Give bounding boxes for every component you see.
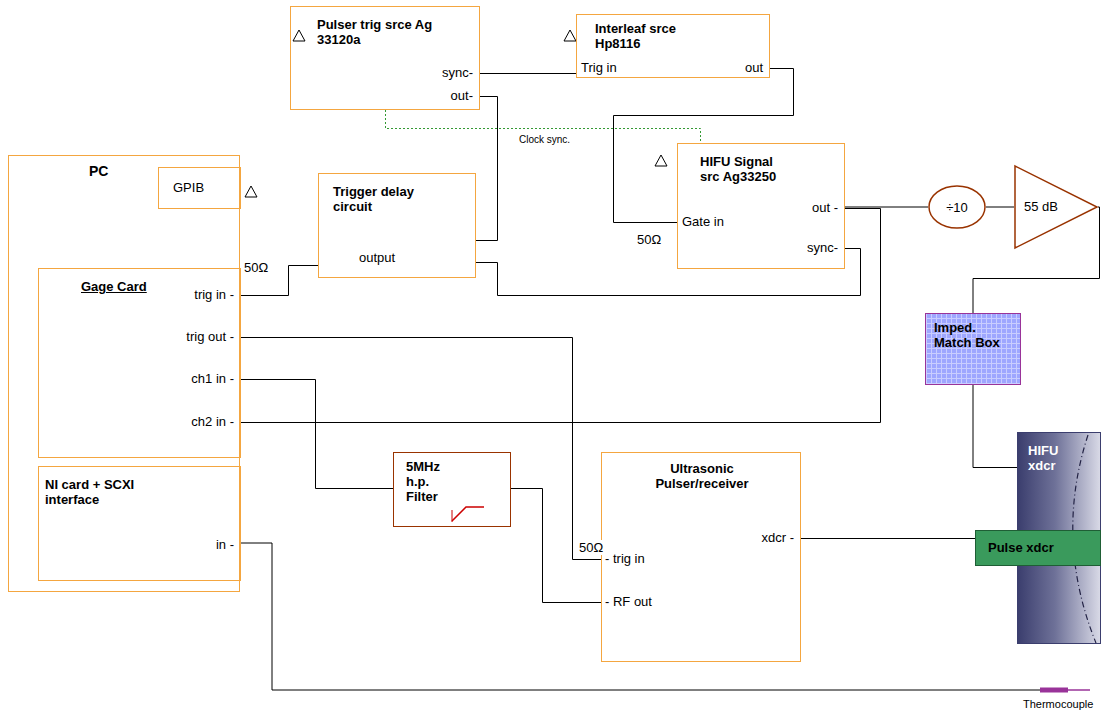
wire-path [480, 73, 576, 74]
pulse-transducer: Pulse xdcr [975, 530, 1101, 566]
card-box: Gage Card trig in - trig out - ch1 in - ch2 … [38, 268, 241, 458]
edge-label: Clock sync. [518, 132, 571, 147]
wire-path [476, 249, 861, 296]
port-label: - RF out [605, 594, 652, 609]
instrument-box: HIFU Signal src Ag33250 out - Gate in sync- [677, 143, 845, 269]
warning-triangle [293, 30, 305, 41]
instrument-box: Interleaf srce Hp8116Trig in out [576, 14, 770, 78]
wire-path [973, 385, 1017, 468]
node-title: Gage Card [81, 279, 147, 294]
signal-wire [845, 207, 928, 208]
warning-triangle [245, 186, 257, 197]
node-title: Pulser trig srce Ag 33120a [317, 17, 435, 47]
node-title: Imped. Match Box [934, 320, 1014, 350]
port-label: trig in - [194, 287, 234, 302]
wire-path [845, 207, 928, 208]
port-label: out [745, 60, 763, 75]
port-label: - trig in [605, 551, 645, 566]
shape-outline [1015, 166, 1097, 248]
thermocouple-wire [240, 543, 1040, 690]
node-title: Trigger delay circuit [333, 184, 437, 214]
port-label: xdcr - [762, 530, 795, 545]
wire-path [476, 97, 498, 241]
port-label: Gate in [682, 214, 724, 229]
signal-wire [480, 73, 576, 74]
wire-path [986, 207, 1014, 208]
signal-wire [973, 385, 1017, 468]
highpass-symbol [452, 510, 453, 522]
impedance-label: 50Ω [578, 540, 604, 555]
node-title: ÷10 [928, 185, 986, 229]
signal-wire [986, 207, 1014, 208]
port-label: Trig in [581, 60, 617, 75]
node-title: 5MHz h.p. Filter [406, 459, 458, 504]
signal-wire [241, 209, 881, 423]
signal-wire [801, 538, 975, 539]
port-label: ch2 in - [191, 414, 234, 429]
matching-box: Imped. Match Box [925, 313, 1021, 385]
port-label: sync- [442, 65, 473, 80]
divider-circle: ÷10 [928, 185, 986, 229]
instrument-box: Ultrasonic Pulser/receiver xdcr - - trig i… [601, 452, 801, 662]
signal-wire [476, 97, 498, 241]
filter-box: 5MHz h.p. Filter [393, 452, 511, 527]
port-label: out- [451, 88, 473, 103]
signal-wire [476, 249, 861, 296]
highpass-symbol [452, 507, 484, 521]
node-title: 55 dB [1024, 199, 1058, 214]
node-title: Ultrasonic Pulser/receiver [642, 461, 762, 491]
wire-path [614, 69, 794, 223]
shape-outline [929, 186, 985, 228]
impedance-label: 50Ω [243, 260, 269, 275]
port-label: output [359, 250, 395, 265]
node-title: PC [89, 164, 108, 179]
wire-path [801, 538, 975, 539]
gpib-box: GPIB [158, 167, 241, 209]
port-label: out - [812, 200, 838, 215]
port-label: ch1 in - [191, 371, 234, 386]
port-label: sync- [807, 240, 838, 255]
amplifier-triangle: 55 dB [1014, 165, 1098, 249]
signal-wire [614, 69, 794, 223]
port-label: in - [216, 537, 234, 552]
node-title: Pulse xdcr [988, 540, 1054, 555]
computer-box: PC GPIB Gage Card trig in - trig out - ch1 in… [8, 155, 240, 592]
wire-path [241, 209, 881, 423]
impedance-label: 50Ω [636, 232, 662, 247]
node-title: NI card + SCXI interface [45, 477, 163, 507]
node-title: HIFU Signal src Ag33250 [700, 154, 796, 184]
card-box: NI card + SCXI interface in - [38, 466, 241, 581]
wire-path [241, 380, 393, 489]
node-title: Interleaf srce Hp8116 [595, 21, 699, 51]
signal-wire [241, 380, 393, 489]
thermocouple-probe [1040, 688, 1068, 693]
node-title: GPIB [173, 180, 204, 195]
signal-wire [241, 338, 601, 560]
warning-triangle [564, 30, 576, 41]
circuit-box: Trigger delay circuit output [318, 173, 476, 278]
instrument-box: Pulser trig srce Ag 33120a sync-out- [290, 6, 480, 110]
node-title: HIFU xdcr [1028, 443, 1078, 473]
sensor-label: Thermocouple [1022, 697, 1094, 712]
warning-triangle [655, 155, 667, 166]
port-label: trig out - [186, 329, 234, 344]
thermocouple-tip [1068, 689, 1090, 691]
wire-path [241, 338, 601, 560]
